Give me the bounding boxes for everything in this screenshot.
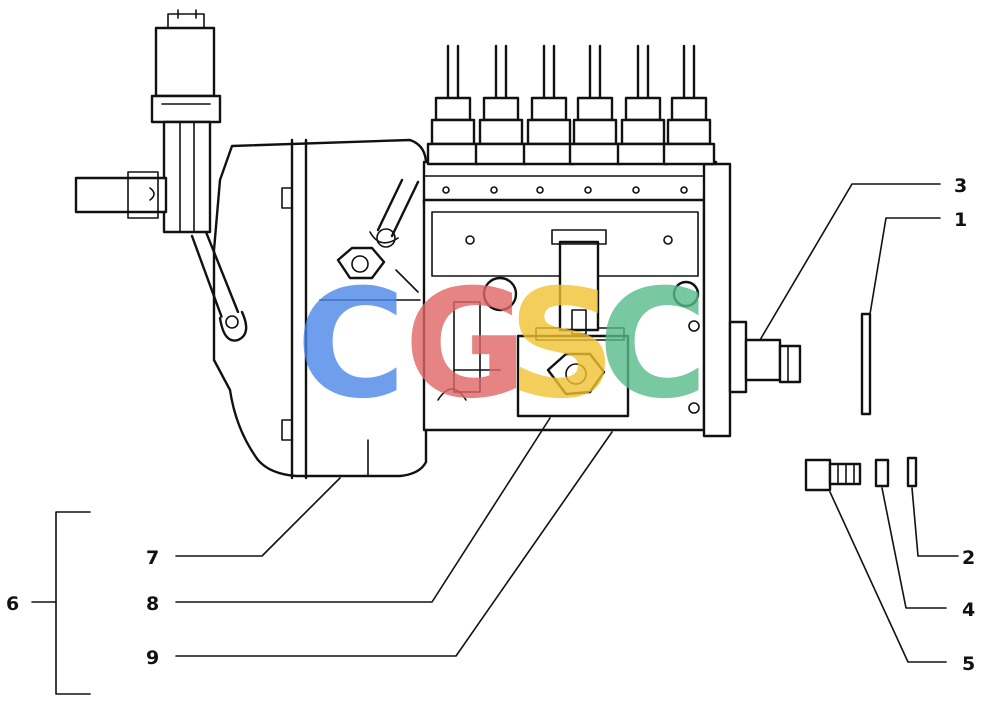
leader-9 — [175, 431, 613, 657]
loose-parts — [804, 312, 918, 492]
callout-numbers: 3 1 2 4 5 6 7 8 9 — [6, 175, 975, 675]
outlet-1 — [426, 44, 480, 166]
watermark-letter-2: G — [404, 258, 527, 432]
banjo-bolt-head — [804, 458, 832, 492]
group-bracket — [55, 511, 91, 695]
governor-housing — [212, 138, 428, 480]
solenoid-assembly — [74, 9, 222, 234]
watermark-letter-4: C — [598, 258, 708, 432]
washer-part-2 — [906, 456, 918, 488]
watermark: C G S C — [296, 258, 708, 432]
delivery-valve-holders — [426, 44, 716, 166]
watermark-letter-3: S — [508, 258, 616, 432]
callout-9: 9 — [146, 647, 159, 669]
callout-2: 2 — [962, 547, 975, 569]
leader-7 — [175, 477, 341, 557]
callout-8: 8 — [146, 593, 159, 615]
leader-1 — [869, 217, 941, 315]
callout-1: 1 — [954, 209, 967, 231]
banjo-bolt-shank — [828, 462, 862, 486]
outlet-3 — [522, 44, 576, 166]
outlet-5 — [616, 44, 670, 166]
outlet-2 — [474, 44, 528, 166]
leader-8 — [175, 417, 551, 603]
outlet-4 — [568, 44, 622, 166]
watermark-letter-1: C — [296, 258, 406, 432]
callout-7: 7 — [146, 547, 159, 569]
callout-5: 5 — [962, 653, 975, 675]
leader-4 — [881, 487, 947, 609]
pump-body — [422, 160, 802, 438]
outlet-6 — [662, 44, 716, 166]
lever-arm — [190, 230, 248, 342]
leader-2 — [911, 487, 959, 557]
callout-6: 6 — [6, 593, 19, 615]
leader-3 — [759, 183, 941, 341]
callout-4: 4 — [962, 599, 975, 621]
gasket-part-1 — [860, 312, 872, 416]
leader-5 — [829, 491, 947, 663]
callout-3: 3 — [954, 175, 967, 197]
washer-part-4 — [874, 458, 890, 488]
leader-lines — [31, 183, 959, 695]
